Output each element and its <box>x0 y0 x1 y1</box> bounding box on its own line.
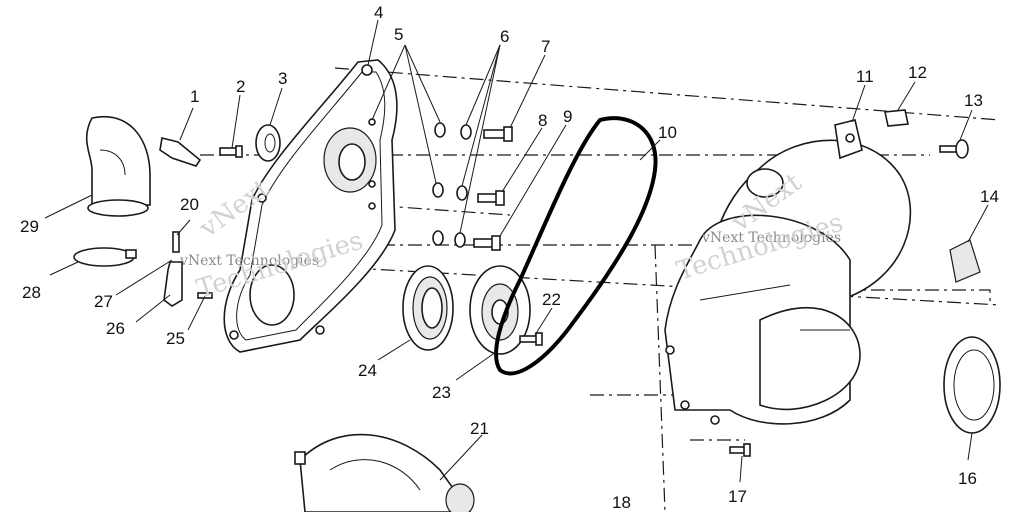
part-4-inner-cover <box>223 59 398 353</box>
callout-17: 17 <box>728 487 747 506</box>
callout-29: 29 <box>20 217 39 236</box>
callout-14: 14 <box>980 187 999 206</box>
callout-1: 1 <box>190 87 199 106</box>
callout-7: 7 <box>541 37 550 56</box>
part-21-lower-duct <box>294 433 475 512</box>
parts-7-8-9-bolts <box>473 126 513 251</box>
callout-18: 18 <box>612 493 631 512</box>
callout-27: 27 <box>94 292 113 311</box>
callout-20: 20 <box>180 195 199 214</box>
watermark-text: vNext Technologies <box>179 253 319 269</box>
part-22-screw <box>519 332 543 346</box>
callout-25: 25 <box>166 329 185 348</box>
part-26-bracket <box>163 261 183 307</box>
part-12-label <box>884 109 909 127</box>
part-13-screw <box>939 139 969 159</box>
part-1-bracket <box>159 137 202 167</box>
parts-5-6-washers <box>432 122 472 248</box>
callout-23: 23 <box>432 383 451 402</box>
part-28-clamp <box>73 247 137 267</box>
callout-labels: 1 2 3 4 5 6 7 8 9 10 11 12 13 14 16 17 1… <box>20 3 999 512</box>
callout-22: 22 <box>542 290 561 309</box>
part-16-gasket <box>943 336 1001 434</box>
callout-3: 3 <box>278 69 287 88</box>
part-24-seal <box>402 265 454 351</box>
part-25-pin <box>197 292 213 299</box>
callout-13: 13 <box>964 91 983 110</box>
callout-9: 9 <box>563 107 572 126</box>
callout-10: 10 <box>658 123 677 142</box>
part-10-drive-belt <box>494 116 658 376</box>
part-29-intake-duct <box>85 115 151 217</box>
callout-24: 24 <box>358 361 377 380</box>
callout-26: 26 <box>106 319 125 338</box>
callout-2: 2 <box>236 77 245 96</box>
callout-21: 21 <box>470 419 489 438</box>
leader-lines <box>44 19 989 483</box>
callout-16: 16 <box>958 469 977 488</box>
callout-11: 11 <box>856 67 874 86</box>
part-17-screw <box>729 443 751 457</box>
part-20-screw <box>172 231 180 253</box>
callout-4: 4 <box>374 3 383 22</box>
part-2-screw <box>219 145 243 158</box>
watermark-text: vNext Technologies <box>701 230 841 246</box>
callout-12: 12 <box>908 63 927 82</box>
callout-8: 8 <box>538 111 547 130</box>
callout-6: 6 <box>500 27 509 46</box>
part-14-decal <box>949 239 981 283</box>
part-11-outer-cover <box>664 119 912 425</box>
part-3-spacer <box>255 124 281 162</box>
callout-5: 5 <box>394 25 403 44</box>
callout-28: 28 <box>22 283 41 302</box>
